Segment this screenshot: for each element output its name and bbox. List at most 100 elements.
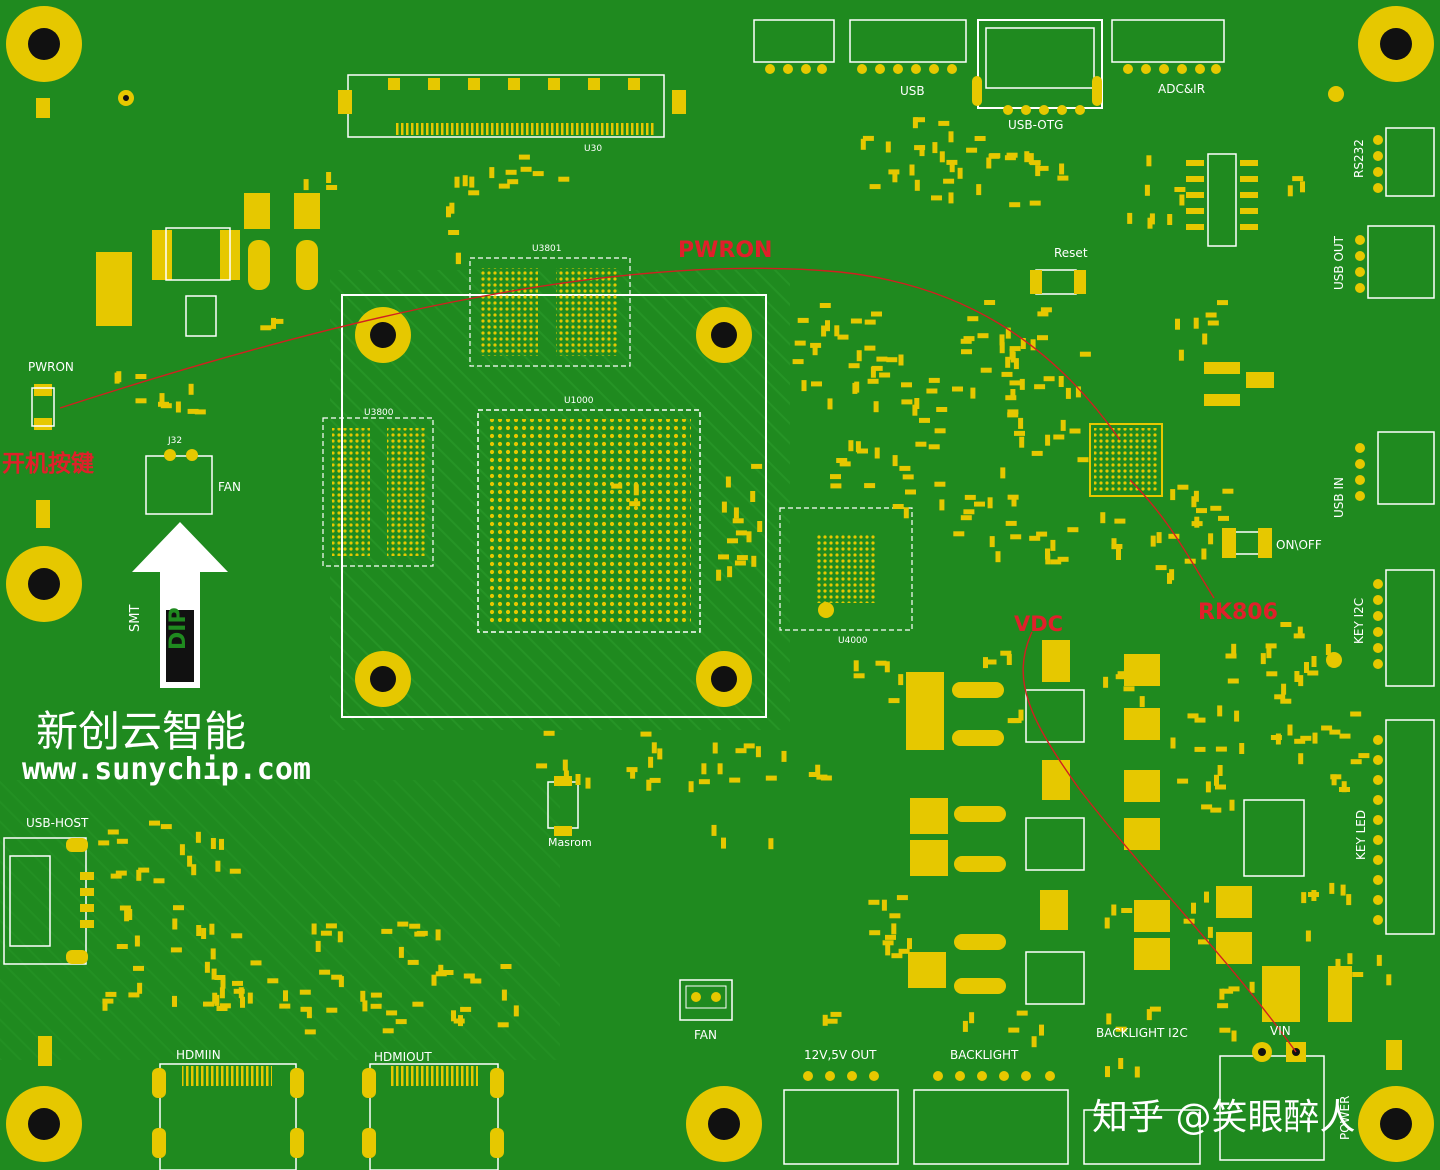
passive-pad bbox=[1193, 317, 1199, 329]
passive-pad bbox=[219, 1003, 231, 1009]
passive-pad bbox=[1265, 643, 1277, 649]
passive-pad bbox=[751, 463, 763, 469]
passive-pad bbox=[468, 190, 480, 196]
hdmi-in-label: HDMIIN bbox=[176, 1048, 221, 1062]
passive-pad bbox=[1028, 153, 1034, 165]
passive-pad bbox=[1229, 799, 1235, 811]
passive-pad bbox=[460, 1006, 472, 1012]
passive-pad bbox=[149, 820, 160, 826]
passive-pad bbox=[1040, 307, 1052, 313]
passive-pad bbox=[172, 995, 177, 1007]
passive-pad bbox=[735, 530, 747, 536]
passive-pad bbox=[1058, 376, 1064, 387]
passive-pad bbox=[757, 521, 763, 532]
passive-pad bbox=[1146, 155, 1152, 167]
passive-pad bbox=[967, 316, 979, 322]
passive-pad bbox=[914, 117, 925, 123]
passive-pad bbox=[1019, 378, 1025, 390]
passive-pad bbox=[1105, 1066, 1110, 1078]
passive-pad bbox=[864, 319, 876, 325]
passive-pad bbox=[498, 183, 510, 189]
mounting-hole-bottom-mid bbox=[686, 1086, 762, 1162]
passive-pad bbox=[969, 1012, 975, 1024]
passive-pad bbox=[1053, 434, 1065, 440]
passive-pad bbox=[518, 154, 530, 160]
passive-pad bbox=[946, 159, 958, 165]
passive-pad bbox=[170, 947, 182, 953]
passive-pad bbox=[449, 202, 455, 214]
passive-pad bbox=[1280, 622, 1292, 627]
passive-pad bbox=[953, 531, 965, 537]
passive-pad bbox=[232, 980, 243, 986]
pwron-annotation: PWRON bbox=[678, 238, 773, 263]
passive-pad bbox=[1386, 974, 1392, 986]
passive-pad bbox=[898, 674, 904, 686]
vin-label: VIN bbox=[1270, 1024, 1291, 1038]
passive-pad bbox=[1339, 787, 1350, 792]
passive-pad bbox=[853, 660, 859, 672]
passive-pad bbox=[743, 743, 755, 749]
passive-pad bbox=[717, 763, 723, 775]
passive-pad bbox=[885, 944, 891, 956]
passive-pad bbox=[1011, 495, 1017, 507]
passive-pad bbox=[869, 184, 881, 190]
passive-pad bbox=[1321, 725, 1333, 731]
passive-pad bbox=[1217, 1003, 1229, 1009]
passive-pad bbox=[1329, 882, 1335, 894]
passive-pad bbox=[716, 569, 722, 581]
passive-pad bbox=[115, 870, 127, 876]
passive-pad bbox=[855, 441, 861, 453]
passive-pad bbox=[727, 566, 733, 578]
passive-pad bbox=[1104, 917, 1110, 929]
passive-pad bbox=[848, 363, 860, 369]
passive-pad bbox=[543, 730, 555, 736]
passive-pad bbox=[688, 781, 694, 793]
pwron-switch-label: PWRON bbox=[28, 360, 74, 374]
passive-pad bbox=[629, 501, 641, 507]
passive-pad bbox=[898, 354, 904, 366]
mounting-hole-bottom-right bbox=[1358, 1086, 1434, 1162]
passive-pad bbox=[505, 169, 517, 175]
passive-pad bbox=[1005, 356, 1011, 368]
passive-pad bbox=[875, 660, 887, 666]
passive-pad bbox=[1060, 419, 1066, 431]
passive-pad bbox=[827, 398, 833, 410]
pwron-trace-annotation bbox=[59, 267, 1121, 441]
passive-pad bbox=[98, 840, 110, 846]
passive-pad bbox=[751, 555, 757, 567]
passive-pad bbox=[1335, 958, 1341, 970]
passive-pad bbox=[792, 359, 804, 365]
passive-pad bbox=[1222, 988, 1234, 994]
key-i2c-label: KEY I2C bbox=[1352, 597, 1366, 644]
passive-pad bbox=[311, 923, 317, 935]
passive-pad bbox=[919, 417, 930, 423]
passive-pad bbox=[1146, 1009, 1152, 1021]
passive-pad bbox=[233, 988, 245, 994]
passive-pad bbox=[1177, 778, 1189, 784]
passive-pad bbox=[1331, 774, 1337, 786]
passive-pad bbox=[1191, 902, 1196, 914]
passive-pad bbox=[173, 905, 184, 911]
passive-pad bbox=[446, 206, 451, 218]
passive-pad bbox=[1175, 318, 1180, 330]
passive-pad bbox=[864, 345, 876, 351]
passive-pad bbox=[431, 974, 437, 986]
passive-pad bbox=[1123, 686, 1135, 692]
passive-pad bbox=[976, 184, 982, 196]
passive-pad bbox=[397, 921, 409, 927]
passive-pad bbox=[1177, 484, 1189, 490]
passive-pad bbox=[102, 998, 114, 1004]
passive-pad bbox=[114, 372, 120, 384]
passive-pad bbox=[987, 497, 993, 509]
u4000-label: U4000 bbox=[838, 636, 868, 646]
passive-pad bbox=[736, 555, 748, 561]
passive-pad bbox=[1167, 214, 1173, 225]
passive-pad bbox=[864, 483, 876, 489]
passive-pad bbox=[382, 1028, 394, 1034]
passive-pad bbox=[1300, 735, 1312, 741]
passive-pad bbox=[898, 948, 910, 954]
passive-pad bbox=[1065, 387, 1071, 399]
passive-pad bbox=[1114, 518, 1126, 524]
passive-pad bbox=[901, 399, 913, 405]
passive-pad bbox=[938, 120, 950, 126]
